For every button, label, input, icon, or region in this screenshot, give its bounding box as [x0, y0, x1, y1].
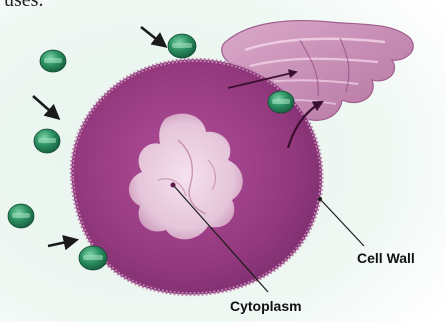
enzyme-sphere-icon: [168, 34, 196, 58]
enzyme-sphere-icon: [34, 129, 60, 153]
label-cell-wall: Cell Wall: [357, 250, 415, 266]
enzyme-sphere-icon: [40, 50, 66, 72]
enzyme-sphere-icon: [268, 91, 294, 113]
label-cytoplasm: Cytoplasm: [230, 298, 302, 314]
enzyme-sphere-icon: [8, 204, 34, 228]
enzyme-sphere-icon: [79, 246, 107, 270]
caption-fragment: uses.: [4, 0, 43, 11]
